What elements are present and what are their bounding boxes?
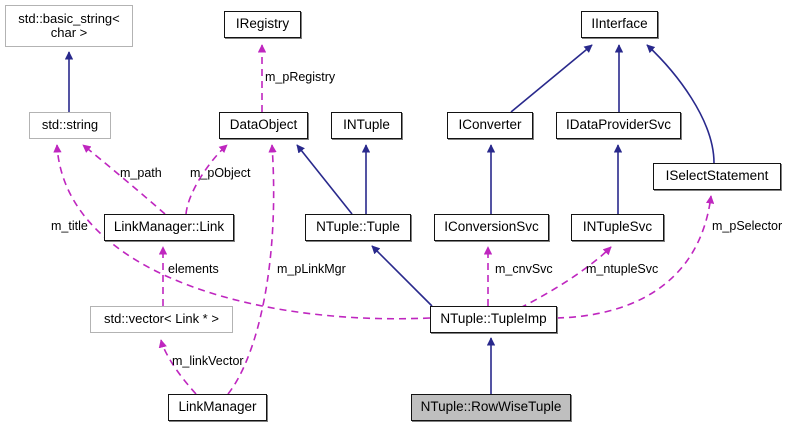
class-node-intuple[interactable]: INTuple <box>331 112 402 139</box>
class-node-std-string[interactable]: std::string <box>29 112 111 139</box>
edge-label-m-title: m_title <box>51 219 88 233</box>
class-node-std-basic-string[interactable]: std::basic_string< char > <box>5 5 133 47</box>
edge-tupleimp-to-iselectstatement <box>556 195 715 319</box>
class-node-iconverter[interactable]: IConverter <box>447 112 533 139</box>
edge-label-m-ntuplesvc: m_ntupleSvc <box>586 262 659 276</box>
edge-linkmanager-to-vec_link <box>158 339 197 395</box>
edge-lm_link-to-dataobject <box>185 144 228 215</box>
usage-edge-group <box>53 44 715 395</box>
class-node-linkmanager-link[interactable]: LinkManager::Link <box>104 214 234 241</box>
class-node-std-vector-link[interactable]: std::vector< Link * > <box>90 306 233 333</box>
edge-label-elements: elements <box>168 262 219 276</box>
edge-label-m-linkvector: m_linkVector <box>172 354 244 368</box>
edge-iconverter-to-iinterface <box>510 44 593 113</box>
edge-label-m-path: m_path <box>120 166 162 180</box>
edge-iselectstatement-to-iinterface <box>646 44 715 164</box>
class-node-iconversionsvc[interactable]: IConversionSvc <box>434 214 549 241</box>
class-node-iinterface[interactable]: IInterface <box>581 11 658 38</box>
edge-label-m-pobject: m_pObject <box>190 166 251 180</box>
class-node-iselectstatement[interactable]: ISelectStatement <box>653 163 781 190</box>
edge-linkmanager-to-dataobject <box>227 144 277 395</box>
edge-label-m-pregistry: m_pRegistry <box>265 70 336 84</box>
class-node-iregistry[interactable]: IRegistry <box>224 11 301 38</box>
edge-tupleimp-to-std_string <box>53 144 431 320</box>
class-node-ntuple-rowwisetuple[interactable]: NTuple::RowWiseTuple <box>411 394 571 421</box>
edge-label-m-pselector: m_pSelector <box>712 219 783 233</box>
class-node-idataprovidersvc[interactable]: IDataProviderSvc <box>556 112 681 139</box>
class-node-intuplesvc[interactable]: INTupleSvc <box>571 214 664 241</box>
edge-lm_link-to-std_string <box>82 144 166 215</box>
edge-label-m-cnvsvc: m_cnvSvc <box>495 262 553 276</box>
class-node-ntuple-tuple[interactable]: NTuple::Tuple <box>305 214 411 241</box>
inheritance-edge-group <box>64 44 715 394</box>
class-node-ntuple-tupleimp[interactable]: NTuple::TupleImp <box>430 306 557 333</box>
edge-ntuple_tuple-to-dataobject <box>296 144 353 215</box>
edge-tupleimp-to-ntuple_tuple <box>371 245 433 307</box>
edge-tupleimp-to-intuplesvc <box>519 246 612 309</box>
class-node-linkmanager[interactable]: LinkManager <box>168 394 267 421</box>
class-node-dataobject[interactable]: DataObject <box>219 112 308 139</box>
edge-label-m-plinkmgr: m_pLinkMgr <box>277 262 346 276</box>
